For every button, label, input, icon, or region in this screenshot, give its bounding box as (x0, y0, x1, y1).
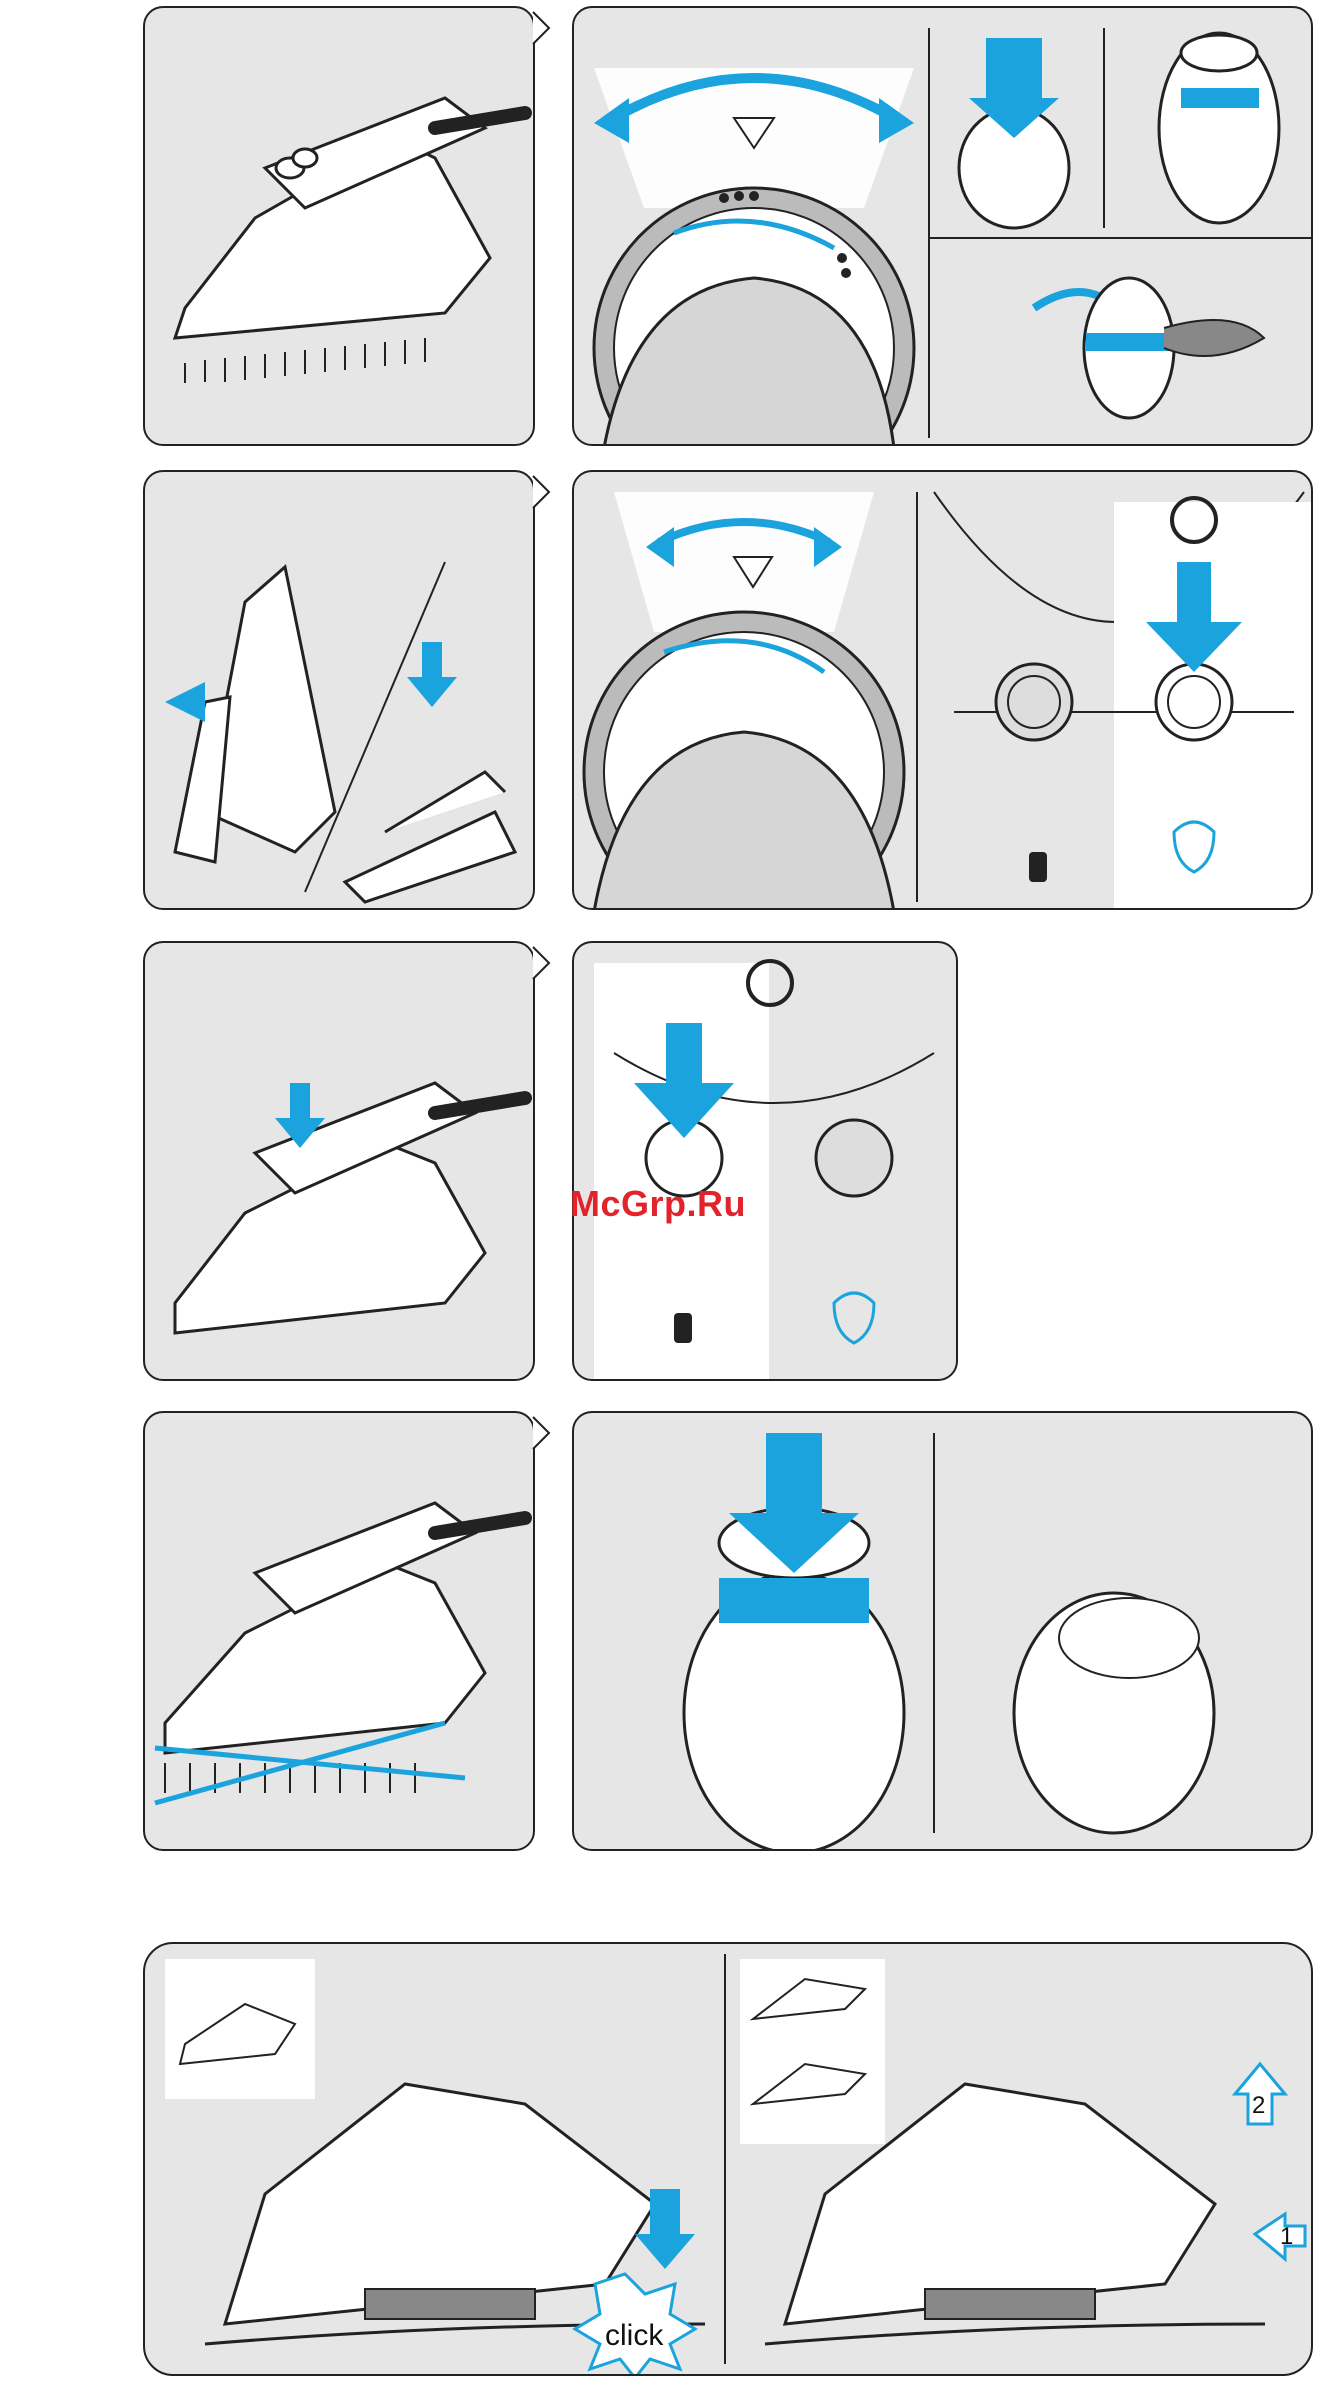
step-2-label: 2 (1252, 2092, 1265, 2120)
row3-buttons-panel (572, 941, 958, 1381)
step-1-label: 1 (1280, 2223, 1293, 2251)
iron-station-illustration (145, 1944, 1313, 2376)
row4-iron-panel (143, 1411, 535, 1851)
row4-knob-panel (572, 1411, 1313, 1851)
steam-dial-icon (574, 8, 1313, 446)
click-label: click (605, 2319, 663, 2353)
iron-upright-illustration (145, 472, 535, 910)
iron-vertical-steam-illustration (145, 8, 535, 446)
row1-iron-panel (143, 6, 535, 446)
iron-spray-illustration (145, 943, 535, 1381)
row1-dial-panel (572, 6, 1313, 446)
steam-dial-and-buttons (574, 472, 1313, 910)
iron-no-vertical-steam-illustration (145, 1413, 535, 1851)
step-pointer (531, 10, 561, 50)
watermark: McGrp.Ru (570, 1183, 746, 1225)
row3-iron-panel (143, 941, 535, 1381)
step-pointer (531, 1415, 561, 1455)
row2-iron-panel (143, 470, 535, 910)
row2-dial-panel (572, 470, 1313, 910)
step-pointer (531, 474, 561, 514)
spray-button-press (574, 943, 958, 1381)
steam-knob-press (574, 1413, 1313, 1851)
step-pointer (531, 945, 561, 985)
row5-base-panel: click 2 1 (143, 1942, 1313, 2376)
